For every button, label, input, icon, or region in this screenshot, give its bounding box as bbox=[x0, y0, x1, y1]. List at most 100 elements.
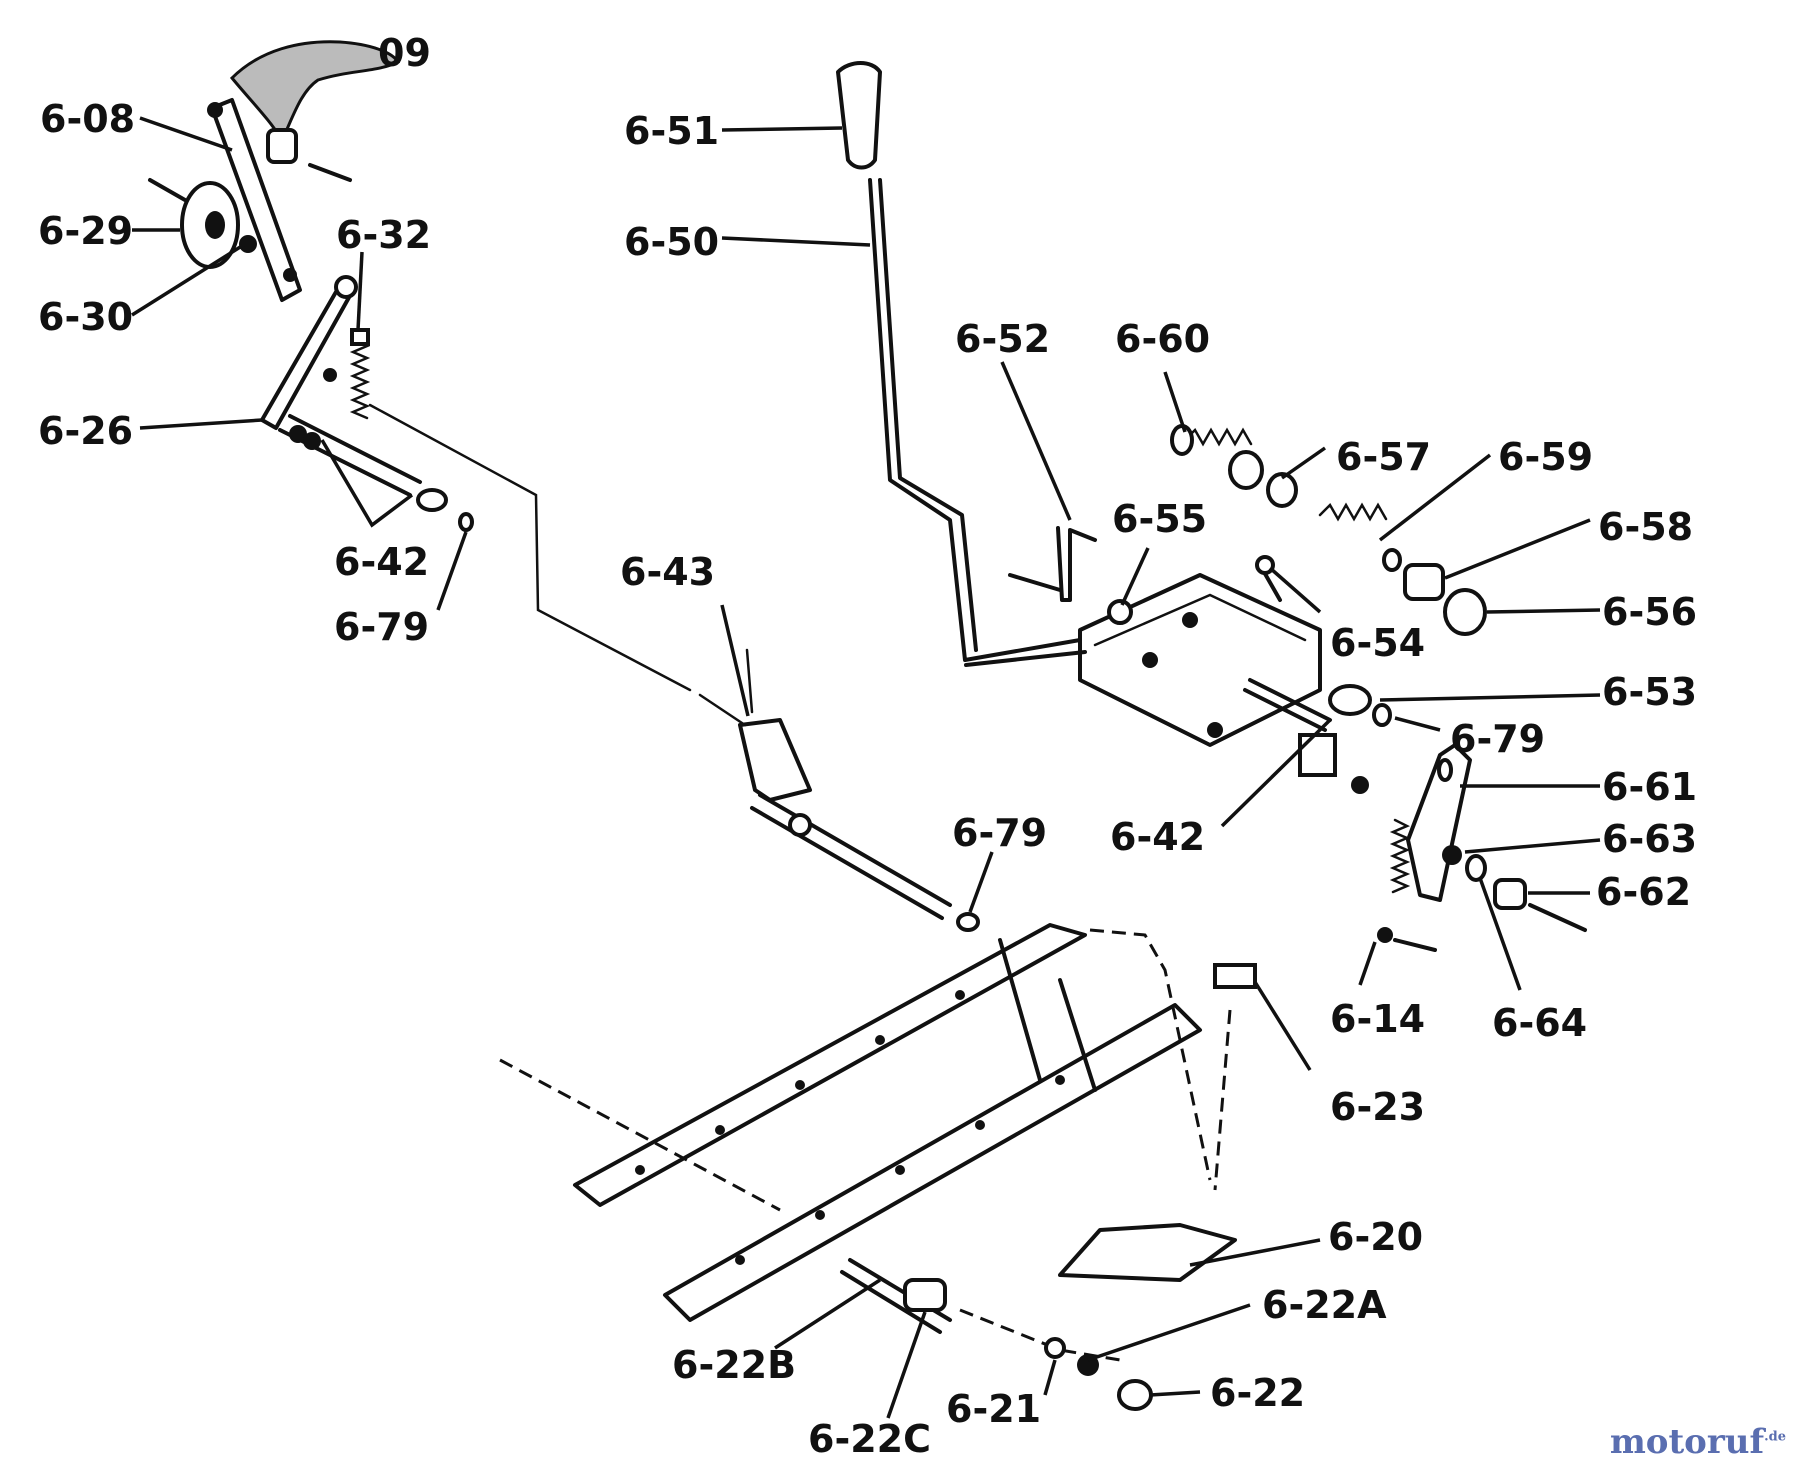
spring-6-60-end bbox=[1170, 424, 1194, 456]
rail-holes bbox=[635, 990, 1065, 1265]
lever-pin bbox=[745, 648, 754, 714]
washer-6-57 bbox=[1266, 472, 1298, 508]
spring-6-14 bbox=[1389, 818, 1411, 894]
pedal-pad bbox=[229, 40, 401, 144]
bracket-box bbox=[1008, 526, 1392, 794]
bracket-bolt-3 bbox=[1207, 722, 1223, 738]
label-6-79-right: 6-79 bbox=[1450, 717, 1545, 761]
frame-assembly bbox=[499, 923, 1257, 1411]
bracket-frame bbox=[1078, 573, 1322, 747]
wheel-hub bbox=[205, 211, 225, 239]
bolt-09 bbox=[308, 163, 352, 182]
wheel-bolt bbox=[148, 178, 187, 202]
watermark-text: motoruf bbox=[1609, 1422, 1765, 1462]
bushing-09 bbox=[266, 128, 298, 164]
nut-small bbox=[1351, 776, 1369, 794]
label-6-29: 6-29 bbox=[38, 209, 133, 253]
clip-plate bbox=[1298, 733, 1337, 777]
cap-6-22 bbox=[1117, 1379, 1153, 1411]
pedal-assembly bbox=[148, 40, 474, 532]
plate-6-61 bbox=[1406, 743, 1472, 902]
watermark-tld: .de bbox=[1764, 1429, 1786, 1445]
leader-lines bbox=[131, 116, 1601, 1419]
label-6-79-upper: 6-79 bbox=[334, 605, 429, 649]
label-6-55: 6-55 bbox=[1112, 497, 1207, 541]
nut-6-57 bbox=[1228, 450, 1264, 490]
label-6-59: 6-59 bbox=[1498, 435, 1593, 479]
bushing-6-55 bbox=[1107, 599, 1133, 625]
label-6-79-lower: 6-79 bbox=[952, 811, 1047, 855]
label-6-22A: 6-22A bbox=[1262, 1283, 1387, 1327]
spring-stack bbox=[1170, 424, 1487, 636]
label-6-60: 6-60 bbox=[1115, 317, 1210, 361]
e-clip-6-79-lower bbox=[956, 912, 980, 932]
shaft-end-nut bbox=[416, 488, 448, 512]
shaft-collar-1 bbox=[289, 425, 307, 443]
label-6-22C: 6-22C bbox=[808, 1417, 931, 1461]
lever-6-43 bbox=[738, 648, 980, 932]
bolt-6-62 bbox=[1528, 903, 1587, 932]
crank-top bbox=[334, 275, 358, 299]
bracket-bolt-2 bbox=[1142, 652, 1158, 668]
label-6-54: 6-54 bbox=[1330, 621, 1425, 665]
e-clip-6-79 bbox=[458, 512, 474, 532]
frame-mount bbox=[1058, 1223, 1237, 1282]
arm-hole bbox=[283, 268, 297, 282]
bushing-6-53 bbox=[1328, 684, 1372, 716]
spring-6-60 bbox=[1183, 427, 1253, 447]
bushing-6-62 bbox=[1493, 878, 1527, 910]
shaft-6-42 bbox=[1243, 678, 1332, 732]
pedal-arm bbox=[210, 98, 302, 302]
handle-6-52 bbox=[1056, 526, 1097, 602]
bellcrank bbox=[260, 283, 354, 430]
label-6-51: 6-51 bbox=[624, 109, 719, 153]
label-6-20: 6-20 bbox=[1328, 1215, 1423, 1259]
label-6-08: 6-08 bbox=[40, 97, 135, 141]
lever-rod-collar bbox=[788, 813, 812, 837]
bolt-6-54-head bbox=[1255, 555, 1275, 575]
lever-crank bbox=[964, 650, 1087, 667]
label-6-52: 6-52 bbox=[955, 317, 1050, 361]
label-6-42-upper: 6-42 bbox=[334, 540, 429, 584]
washer-6-79 bbox=[1372, 703, 1392, 727]
bracket-6-23 bbox=[1213, 963, 1257, 989]
label-6-23: 6-23 bbox=[1330, 1085, 1425, 1129]
lever-knob bbox=[836, 61, 882, 170]
control-rod-continued bbox=[698, 693, 747, 727]
crank-mid bbox=[323, 368, 337, 382]
washer-6-21 bbox=[1044, 1337, 1066, 1359]
bracket-inner bbox=[1093, 593, 1307, 647]
frame-crossbar bbox=[998, 938, 1097, 1092]
label-6-42-lower: 6-42 bbox=[1110, 815, 1205, 859]
washer-6-64 bbox=[1465, 854, 1487, 882]
label-6-14: 6-14 bbox=[1330, 997, 1425, 1041]
lever-plate bbox=[738, 718, 812, 802]
cap-6-56 bbox=[1443, 588, 1487, 636]
frame-rail-right bbox=[663, 1003, 1202, 1322]
label-6-30: 6-30 bbox=[38, 295, 133, 339]
label-6-57: 6-57 bbox=[1336, 435, 1431, 479]
label-6-22B: 6-22B bbox=[672, 1343, 796, 1387]
nut-6-14 bbox=[1377, 927, 1393, 943]
plate-assembly bbox=[1377, 743, 1587, 952]
label-6-09: 09 bbox=[378, 31, 431, 75]
label-6-32: 6-32 bbox=[336, 213, 431, 257]
spring-6-32 bbox=[349, 338, 371, 420]
washer-6-30 bbox=[239, 235, 257, 253]
part-labels: 09 6-08 6-29 6-30 6-32 6-26 6-42 6-79 6-… bbox=[38, 31, 1697, 1461]
label-6-63: 6-63 bbox=[1602, 817, 1697, 861]
label-6-58: 6-58 bbox=[1598, 505, 1693, 549]
washer-small bbox=[1382, 548, 1402, 572]
label-6-50: 6-50 bbox=[624, 220, 719, 264]
frame-dashed-outline bbox=[499, 928, 1232, 1212]
label-6-53: 6-53 bbox=[1602, 670, 1697, 714]
sleeve-6-58 bbox=[1403, 563, 1445, 601]
label-6-61: 6-61 bbox=[1602, 765, 1697, 809]
label-6-21: 6-21 bbox=[946, 1387, 1041, 1431]
bracket-bolt-1 bbox=[1182, 612, 1198, 628]
shift-lever bbox=[836, 61, 1087, 667]
spring-6-59 bbox=[1318, 502, 1388, 522]
control-rod bbox=[368, 403, 692, 692]
bolt-left bbox=[1008, 573, 1062, 592]
